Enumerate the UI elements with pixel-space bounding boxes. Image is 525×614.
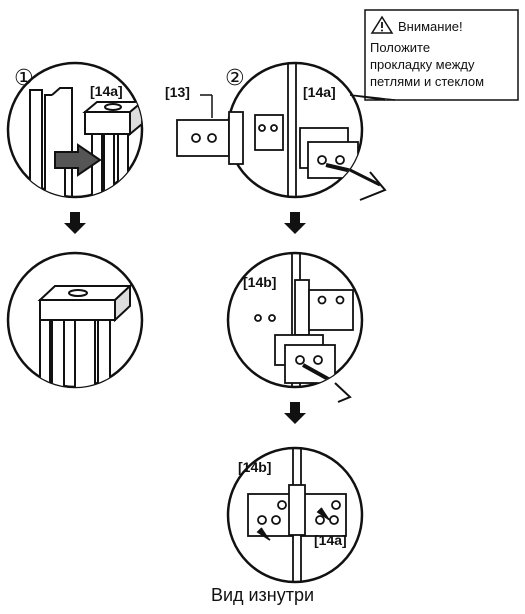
step2-detail: ② [13] [14a]: [165, 61, 387, 201]
step2-hinge-label: [13]: [165, 84, 190, 100]
step1-detail: ① [14a]: [6, 61, 144, 199]
warning-line-3: петлями и стеклом: [370, 74, 484, 89]
arrow-down-icon: [284, 212, 306, 234]
step4-bottom-label: [14a]: [314, 532, 347, 548]
step2-number: ②: [225, 66, 245, 91]
step1-result: [6, 251, 144, 389]
step2-gasket-label: [14a]: [303, 84, 336, 100]
step3-part-label: [14b]: [243, 274, 276, 290]
warning-title: Внимание!: [398, 19, 463, 34]
arrow-down-icon: [284, 402, 306, 424]
arrow-down-icon: [64, 212, 86, 234]
warning-line-2: прокладку между: [370, 57, 475, 72]
down-arrows: [64, 212, 306, 424]
caption: Вид изнутри: [210, 585, 315, 605]
warning-callout: Внимание! Положите прокладку между петля…: [349, 9, 519, 101]
step4-detail: [14b] [14a]: [226, 446, 364, 584]
step4-top-label: [14b]: [238, 459, 271, 475]
step1-number: ①: [14, 66, 34, 91]
warning-line-1: Положите: [370, 40, 430, 55]
step3-detail: [14b]: [226, 251, 364, 403]
warning-triangle-icon: [370, 15, 394, 34]
step1-part-label: [14a]: [90, 83, 123, 99]
